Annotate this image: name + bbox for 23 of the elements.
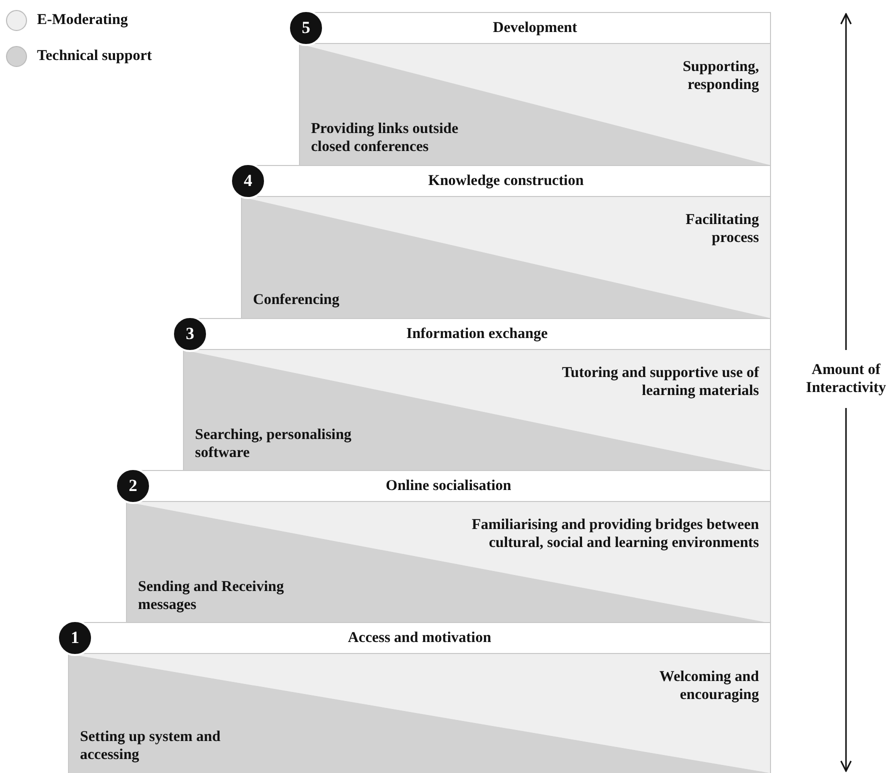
- stage-title: Online socialisation: [386, 478, 512, 494]
- legend-label: E-Moderating: [37, 12, 128, 29]
- step-number: 4: [230, 163, 266, 199]
- moderating-text: Supporting, responding: [682, 58, 759, 94]
- legend-label: Technical support: [37, 48, 152, 65]
- stage-title: Access and motivation: [348, 630, 492, 646]
- stage-title: Knowledge construction: [428, 172, 584, 190]
- moderating-text: Welcoming and encouraging: [658, 668, 759, 704]
- support-text: Providing links outside closed conferences: [311, 120, 460, 156]
- moderating-text: Familiarising and providing bridges between cultural, social and learning environments: [470, 516, 759, 552]
- step-number: 2: [115, 468, 151, 504]
- stage-title: Development: [492, 20, 578, 36]
- support-text: Sending and Receiving messages: [138, 578, 285, 614]
- support-text: Conferencing: [253, 291, 340, 309]
- step-number: 5: [288, 10, 324, 46]
- support-text: Searching, personalising software: [195, 426, 352, 462]
- support-text: Setting up system and accessing: [80, 728, 222, 764]
- step-number: 1: [57, 620, 93, 656]
- moderating-text: Facilitating process: [684, 211, 759, 247]
- stage-title: Information exchange: [406, 326, 548, 342]
- axis-label: Amount of Interactivity: [805, 361, 887, 397]
- step-number: 3: [172, 316, 208, 352]
- moderating-text: Tutoring and supportive use of learning materials: [561, 364, 759, 400]
